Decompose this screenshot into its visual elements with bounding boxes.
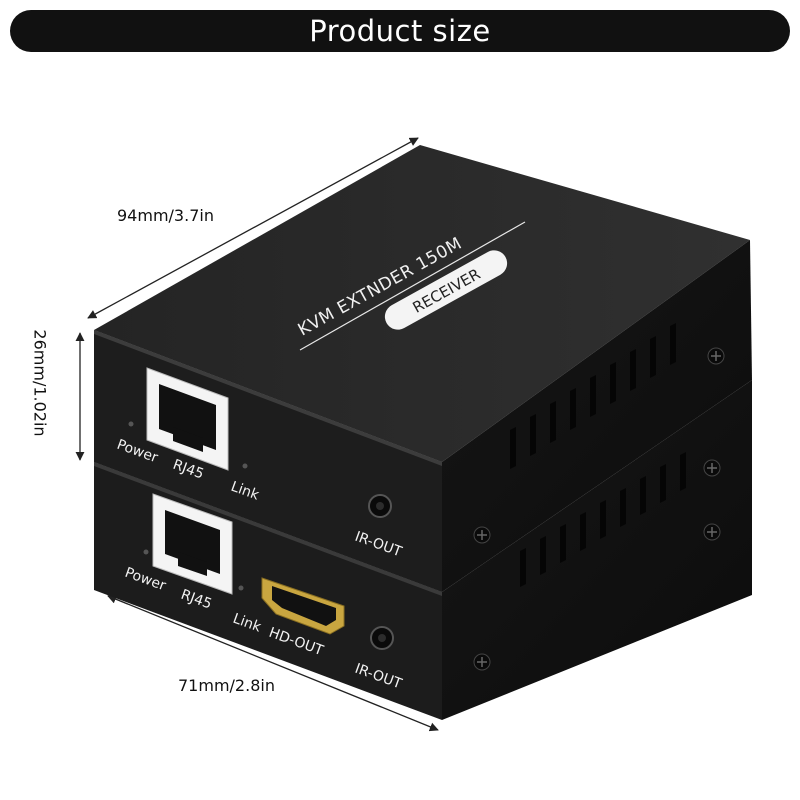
top-ir-out-jack (368, 494, 392, 518)
top-unit-screw (473, 526, 491, 544)
top-unit-vents (510, 323, 676, 469)
top-unit-screw-2 (703, 459, 721, 477)
bottom-power-led (143, 549, 149, 555)
bottom-unit-vents (520, 452, 686, 587)
bottom-unit-side (442, 380, 752, 720)
bottom-link-led (238, 585, 244, 591)
width-dimension-label: 71mm/2.8in (178, 676, 275, 695)
top-unit-screw-3 (707, 347, 725, 365)
title-banner: Product size (10, 10, 790, 52)
top-power-led (128, 421, 134, 427)
hdmi-port (261, 577, 345, 635)
top-unit: KVM EXTNDER 150M RECEIVER (94, 145, 752, 592)
banner-title: Product size (309, 14, 491, 48)
length-dimension-label: 94mm/3.7in (117, 206, 214, 225)
bottom-unit: Power RJ45 Link HD-OUT IR-OUT (94, 380, 752, 720)
bottom-ir-out-jack (370, 626, 394, 650)
bottom-unit-screw-2 (703, 523, 721, 541)
top-link-led (242, 463, 248, 469)
bottom-unit-screw (473, 653, 491, 671)
bottom-rj45-port (152, 493, 233, 595)
length-dimension-line (87, 137, 419, 319)
top-rj45-port (146, 367, 229, 471)
width-dimension-line (107, 594, 439, 732)
brand-underline (299, 221, 526, 351)
height-dimension-label: 26mm/1.02in (30, 329, 50, 437)
